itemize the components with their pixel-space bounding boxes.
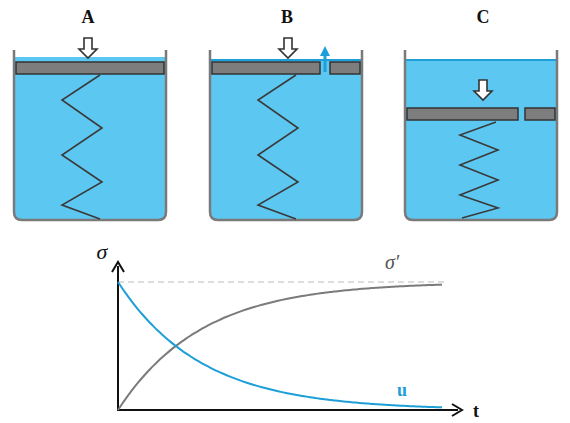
load-arrow [79, 38, 97, 58]
axis-label: σ [97, 241, 108, 263]
figure-label: C [477, 8, 490, 26]
curve-label: σ′ [385, 252, 399, 272]
load-arrow [474, 80, 492, 100]
spring [258, 75, 298, 219]
figure-label: B [281, 8, 293, 26]
pore-pressure-curve [118, 282, 442, 407]
figure-label: A [82, 8, 95, 26]
x-axis [117, 409, 458, 411]
spring [62, 75, 102, 219]
container-a [14, 38, 166, 220]
container-c [405, 50, 557, 220]
axis-label: t [473, 402, 479, 420]
y-axis [117, 266, 119, 411]
spring [460, 122, 498, 218]
asymptote-line [118, 281, 445, 282]
piston-plate [330, 62, 360, 74]
piston-plate [212, 62, 320, 74]
water-flow-arrow [320, 46, 330, 56]
water-flow-arrow [324, 54, 327, 72]
piston-plate [16, 62, 164, 74]
graph [112, 262, 462, 416]
curve-label: u [397, 381, 407, 399]
piston-plate [525, 108, 555, 120]
container-b [210, 38, 362, 220]
load-arrow [279, 38, 297, 58]
piston-plate [407, 108, 518, 120]
